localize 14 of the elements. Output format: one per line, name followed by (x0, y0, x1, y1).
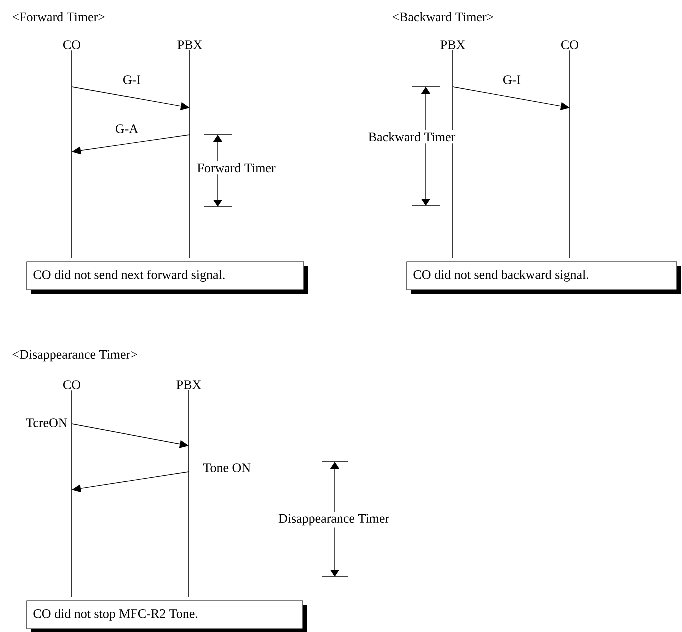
dimension-label: Forward Timer (195, 161, 278, 175)
dimension-label: Disappearance Timer (276, 512, 392, 528)
lifeline: PBX (176, 380, 202, 598)
note-box: CO did not stop MFC-R2 Tone. (26, 600, 307, 632)
edge-label: TcreON (25, 418, 69, 428)
lifeline: CO (562, 40, 578, 258)
edge-label: Tone ON (202, 462, 252, 474)
note-box: CO did not send next forward signal. (26, 262, 308, 294)
edge-label: G-I (122, 74, 142, 86)
dimension-label: Backward Timer (366, 130, 458, 144)
edge-label: G-I (502, 74, 522, 86)
edge-label: G-A (114, 124, 140, 134)
lifeline: CO (64, 40, 80, 258)
note-box: CO did not send backward signal. (406, 262, 681, 294)
